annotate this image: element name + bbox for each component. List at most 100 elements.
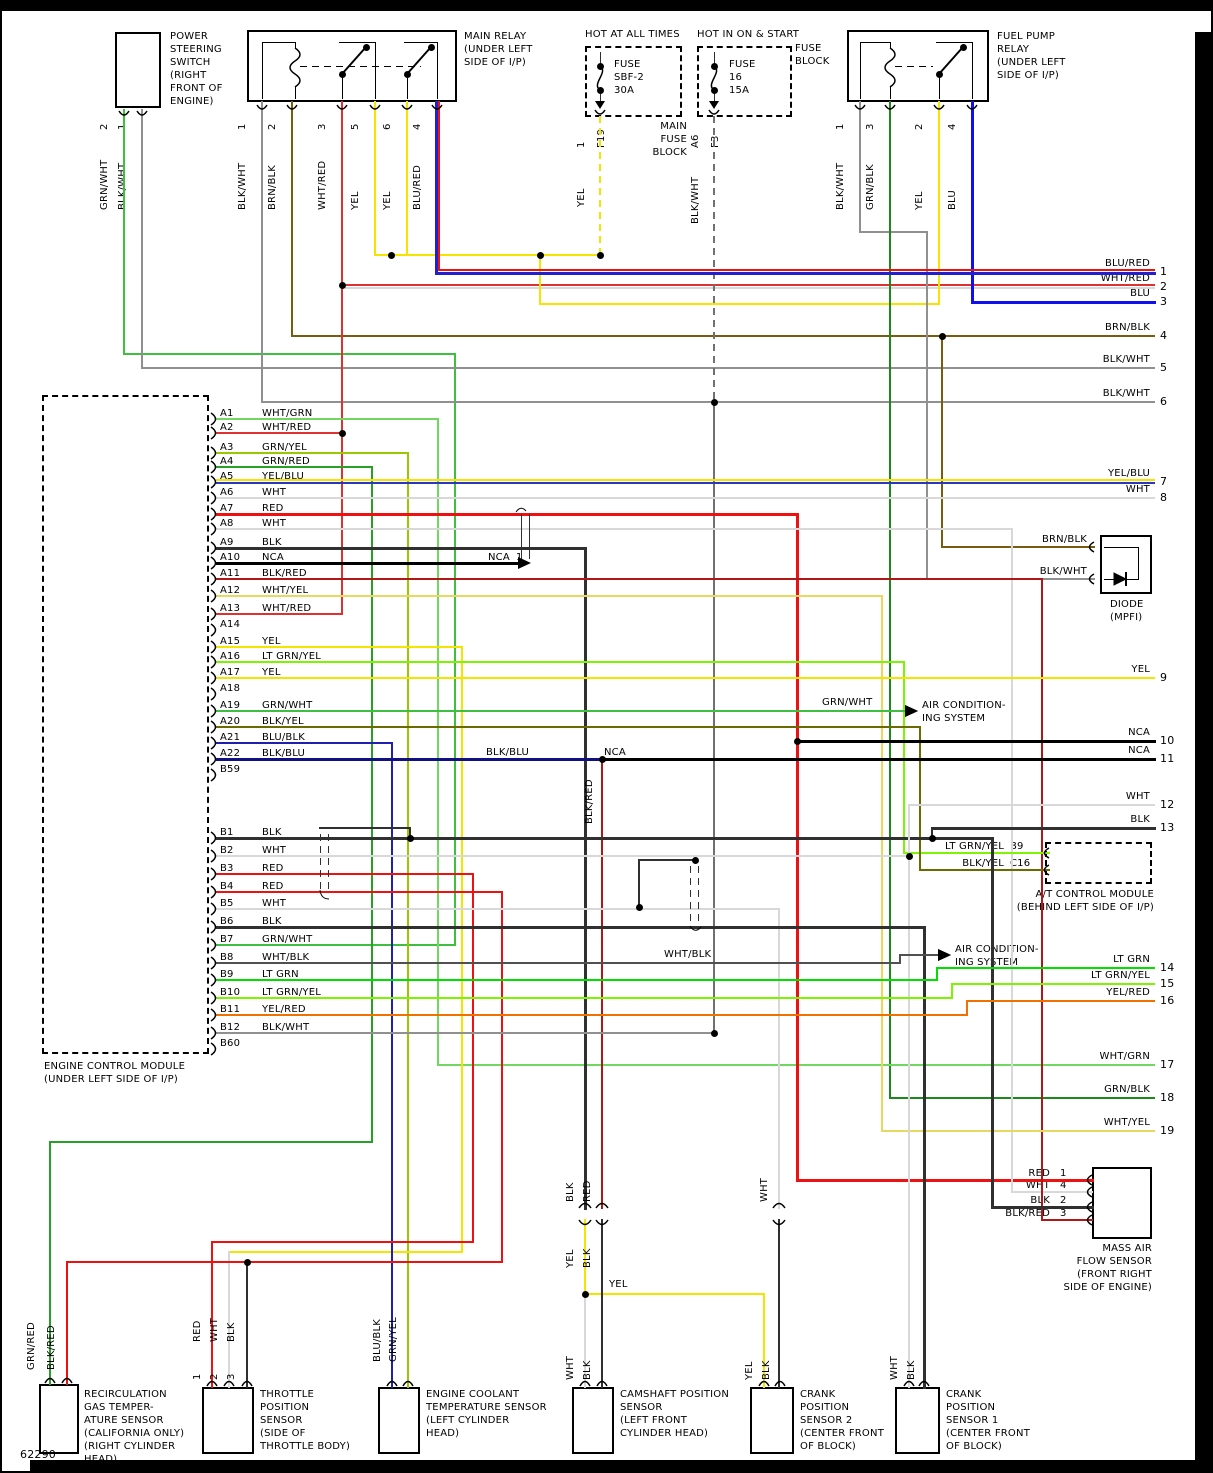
wire-segment [216,742,393,744]
junction-dot [711,63,718,70]
ecm-pin-wire-label: GRN/WHT [262,934,313,945]
wire-segment [216,562,520,565]
diagram-symbol [210,720,217,734]
wire-segment [216,497,1155,499]
diagram-symbol [210,885,217,899]
diagram-symbol [210,991,217,1005]
wire-segment [941,546,1095,548]
ecm-pin-wire-label: BLK/RED [262,568,307,579]
recirculation-gas-temp-sensor-label: RECIRCULATION GAS TEMPER- ATURE SENSOR (… [84,1389,185,1465]
atc-pin-id: B9 [1010,841,1024,852]
wire-segment [890,87,891,99]
wire-segment [908,804,1155,806]
wire-segment [216,997,953,999]
wire-segment [435,272,1156,275]
wire-segment [328,834,329,889]
crank-position-sensor-2-label: CRANK POSITION SENSOR 2 (CENTER FRONT OF… [800,1389,884,1452]
throttle-position-sensor-box [202,1387,254,1454]
diagram-symbol [210,412,217,426]
ecm-pin-id: B7 [220,934,234,945]
ecm-pin-id: A8 [220,518,234,529]
wire-segment [859,101,861,233]
wire-segment [216,661,905,663]
wire-segment [216,482,1155,484]
wire-segment [939,74,940,99]
ecm-pin-id: A21 [220,732,241,743]
diode-box [1100,535,1152,594]
stub-number: 2 [1160,280,1168,293]
wire-inline-label: GRN/RED [26,1322,37,1370]
wire-segment [638,859,640,908]
ecm-pin-wire-label: BLK [262,916,282,927]
wire-inline-label: BLK/RED [584,779,595,824]
stub-wire-label: WHT/YEL [1103,1117,1150,1128]
wire-segment [216,891,503,893]
wire-segment [529,514,530,559]
stub-number: 3 [1160,295,1168,308]
wire-inline-label: GRN/WHT [822,697,873,708]
wire-segment [141,109,143,369]
junction-dot [407,835,414,842]
ecm-pin-id: B2 [220,845,234,856]
wire-segment [216,710,906,712]
ecm-pin-id: A9 [220,537,234,548]
diagram-symbol [210,426,217,440]
power-steering-switch-wire-label: GRN/WHT [99,159,110,210]
ecm-pin-wire-label: YEL [262,667,281,678]
wire-inline-label: WHT/BLK [664,949,712,960]
main-relay-pin-number: 4 [412,123,423,130]
ecm-pin-wire-label: LT GRN [262,969,299,980]
wire-segment [216,926,926,929]
ecm-pin-wire-label: WHT [262,518,287,529]
wire-segment [216,726,921,728]
junction-dot [597,63,604,70]
air-conditioning-label: AIR CONDITION- ING SYSTEM [922,700,1006,724]
main-relay-wire-label: BLK/WHT [237,162,248,210]
wire-segment [262,42,296,43]
diagram-symbol [210,572,217,586]
wire-segment [895,66,933,67]
atc-module-label: A/T CONTROL MODULE (BEHIND LEFT SIDE OF … [1016,889,1154,913]
ecm-pin-id: B9 [220,969,234,980]
stub-number: 6 [1160,395,1168,408]
ecm-pin-wire-label: YEL/BLU [262,471,305,482]
wire-inline-label: 3 [226,1373,237,1380]
wire-segment [923,926,926,1389]
wire-segment [66,1261,503,1263]
wire-inline-label: 2 [209,1373,220,1380]
throttle-position-sensor-label: THROTTLE POSITION SENSOR (SIDE OF THROTT… [260,1389,351,1452]
wire-segment [216,646,463,648]
wire-segment [890,42,891,49]
fuel-pump-relay-pin-number: 4 [947,123,958,130]
diagram-symbol [210,704,217,718]
wire-segment [919,726,921,871]
wire-inline-label: RED [582,1180,593,1202]
diagram-code: 62290 [20,1448,56,1461]
diagram-symbol [210,522,217,536]
junction-dot [794,738,801,745]
stub-wire-label: NCA [1128,727,1150,738]
wire-segment [216,595,883,597]
junction-dot [339,430,346,437]
wire-segment [601,1219,603,1388]
stub-number: 11 [1160,752,1175,765]
maf-wire-label: WHT [1025,1180,1050,1191]
junction-dot [404,71,411,78]
ecm-pin-wire-label: WHT/RED [262,422,312,433]
ecm-pin-wire-label: BLK/WHT [262,1022,310,1033]
diagram-symbol [210,768,217,782]
ecm-pin-id: A11 [220,568,241,579]
maf-wire-label: BLK/RED [1005,1208,1050,1219]
stub-number: 5 [1160,361,1168,374]
wire-segment [216,837,994,840]
diagram-symbol [210,607,217,621]
wire-segment [584,547,587,1210]
fuse-sbf2-wire-label: YEL [576,188,587,207]
fuel-pump-relay-wire-label: GRN/BLK [865,164,876,210]
wire-inline-label: BLK [906,1360,917,1380]
wire-inline-label: BLK/RED [46,1325,57,1370]
diode-wire-label: BLK/WHT [1039,566,1087,577]
wire-segment [341,101,343,615]
wire-segment [342,74,343,99]
wire-segment [216,452,409,454]
